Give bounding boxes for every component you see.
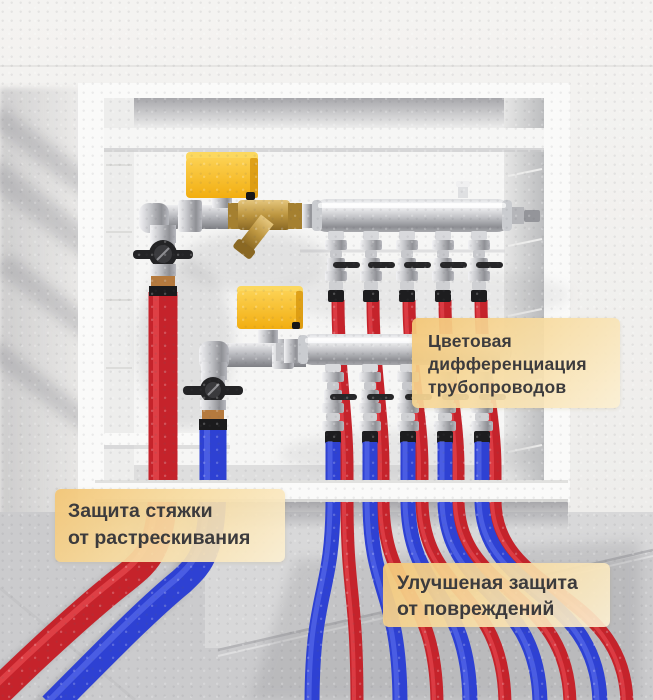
thermal-actuator-supply	[186, 152, 258, 208]
callout-line: Цветовая	[428, 331, 512, 351]
manifold-supply	[312, 181, 540, 232]
cabinet-top-rail	[104, 128, 544, 150]
callout-line: от растрескивания	[68, 527, 251, 549]
supply-inlet-assembly	[133, 152, 314, 296]
callout-damage-protection: Улучшеная защита от повреждений	[383, 563, 610, 627]
callout-line: дифференциация	[428, 354, 587, 374]
brass-strainer	[228, 200, 302, 259]
callout-color-differentiation: Цветовая дифференциация трубопроводов	[412, 318, 620, 408]
callout-line: Улучшеная защита	[397, 572, 578, 594]
ball-valve-supply	[133, 240, 193, 296]
wall-seam-line	[0, 65, 653, 67]
wall-shadow-left	[0, 88, 86, 518]
thermal-actuator-return	[237, 286, 303, 343]
ball-valve-return	[183, 376, 243, 430]
callout-line: трубопроводов	[428, 377, 567, 397]
manifold-supply-outlet-valves	[325, 231, 503, 302]
callout-line: от повреждений	[397, 598, 555, 620]
callout-screed-protection: Защита стяжки от растрескивания	[55, 489, 285, 562]
air-vent-valve	[458, 186, 468, 198]
callout-line: Защита стяжки	[68, 500, 213, 522]
